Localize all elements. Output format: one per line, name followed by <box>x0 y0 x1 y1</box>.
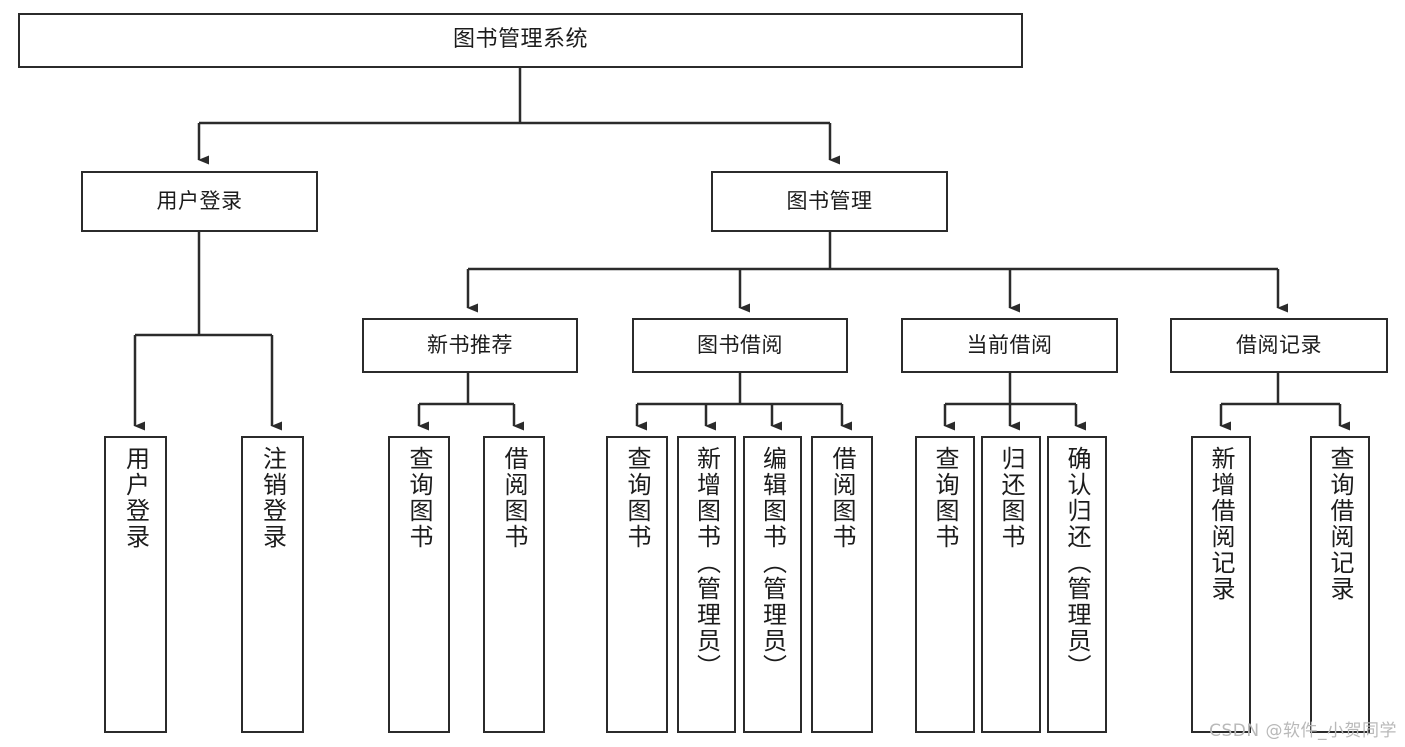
node-leaf-query-book-1[interactable]: 查询图书 <box>388 436 450 733</box>
node-leaf-borrow-book-1-label: 借阅图书 <box>500 446 528 550</box>
node-leaf-add-record[interactable]: 新增借阅记录 <box>1191 436 1251 733</box>
node-book-manage-label: 图书管理 <box>786 188 873 213</box>
node-borrow-record-label: 借阅记录 <box>1236 332 1322 357</box>
node-book-borrow-label: 图书借阅 <box>697 332 783 357</box>
node-leaf-query-record-label: 查询借阅记录 <box>1326 446 1354 602</box>
node-leaf-logout-login-label: 注销登录 <box>258 446 287 550</box>
node-root[interactable]: 图书管理系统 <box>18 13 1023 68</box>
node-leaf-query-record[interactable]: 查询借阅记录 <box>1310 436 1370 733</box>
node-leaf-add-record-label: 新增借阅记录 <box>1207 446 1235 602</box>
watermark: CSDN @软件_小贺同学 <box>1209 721 1397 741</box>
node-leaf-add-book[interactable]: 新增图书（管理员） <box>677 436 736 733</box>
node-leaf-confirm-return-label: 确认归还（管理员） <box>1063 446 1091 680</box>
node-leaf-edit-book-label: 编辑图书（管理员） <box>758 446 787 680</box>
node-leaf-user-login[interactable]: 用户登录 <box>104 436 167 733</box>
node-leaf-add-book-label: 新增图书（管理员） <box>692 446 721 680</box>
node-book-borrow[interactable]: 图书借阅 <box>632 318 848 373</box>
node-leaf-borrow-book-2-label: 借阅图书 <box>828 446 856 550</box>
node-leaf-return-book[interactable]: 归还图书 <box>981 436 1041 733</box>
node-leaf-borrow-book-2[interactable]: 借阅图书 <box>811 436 873 733</box>
node-leaf-user-login-label: 用户登录 <box>121 446 150 550</box>
node-borrow-record[interactable]: 借阅记录 <box>1170 318 1388 373</box>
node-leaf-return-book-label: 归还图书 <box>997 446 1025 550</box>
node-root-label: 图书管理系统 <box>452 27 588 53</box>
node-leaf-query-book-2-label: 查询图书 <box>623 446 651 550</box>
node-leaf-query-book-3-label: 查询图书 <box>931 446 959 550</box>
node-current-borrow[interactable]: 当前借阅 <box>901 318 1118 373</box>
node-leaf-borrow-book-1[interactable]: 借阅图书 <box>483 436 545 733</box>
node-leaf-query-book-2[interactable]: 查询图书 <box>606 436 668 733</box>
node-leaf-logout-login[interactable]: 注销登录 <box>241 436 304 733</box>
node-leaf-query-book-1-label: 查询图书 <box>405 446 433 550</box>
node-leaf-confirm-return[interactable]: 确认归还（管理员） <box>1047 436 1107 733</box>
node-leaf-query-book-3[interactable]: 查询图书 <box>915 436 975 733</box>
node-leaf-edit-book[interactable]: 编辑图书（管理员） <box>743 436 802 733</box>
node-new-book-rec-label: 新书推荐 <box>427 332 513 357</box>
node-current-borrow-label: 当前借阅 <box>966 332 1053 357</box>
node-book-manage[interactable]: 图书管理 <box>711 171 948 232</box>
node-new-book-rec[interactable]: 新书推荐 <box>362 318 578 373</box>
node-user-login[interactable]: 用户登录 <box>81 171 318 232</box>
node-user-login-label: 用户登录 <box>156 188 243 213</box>
